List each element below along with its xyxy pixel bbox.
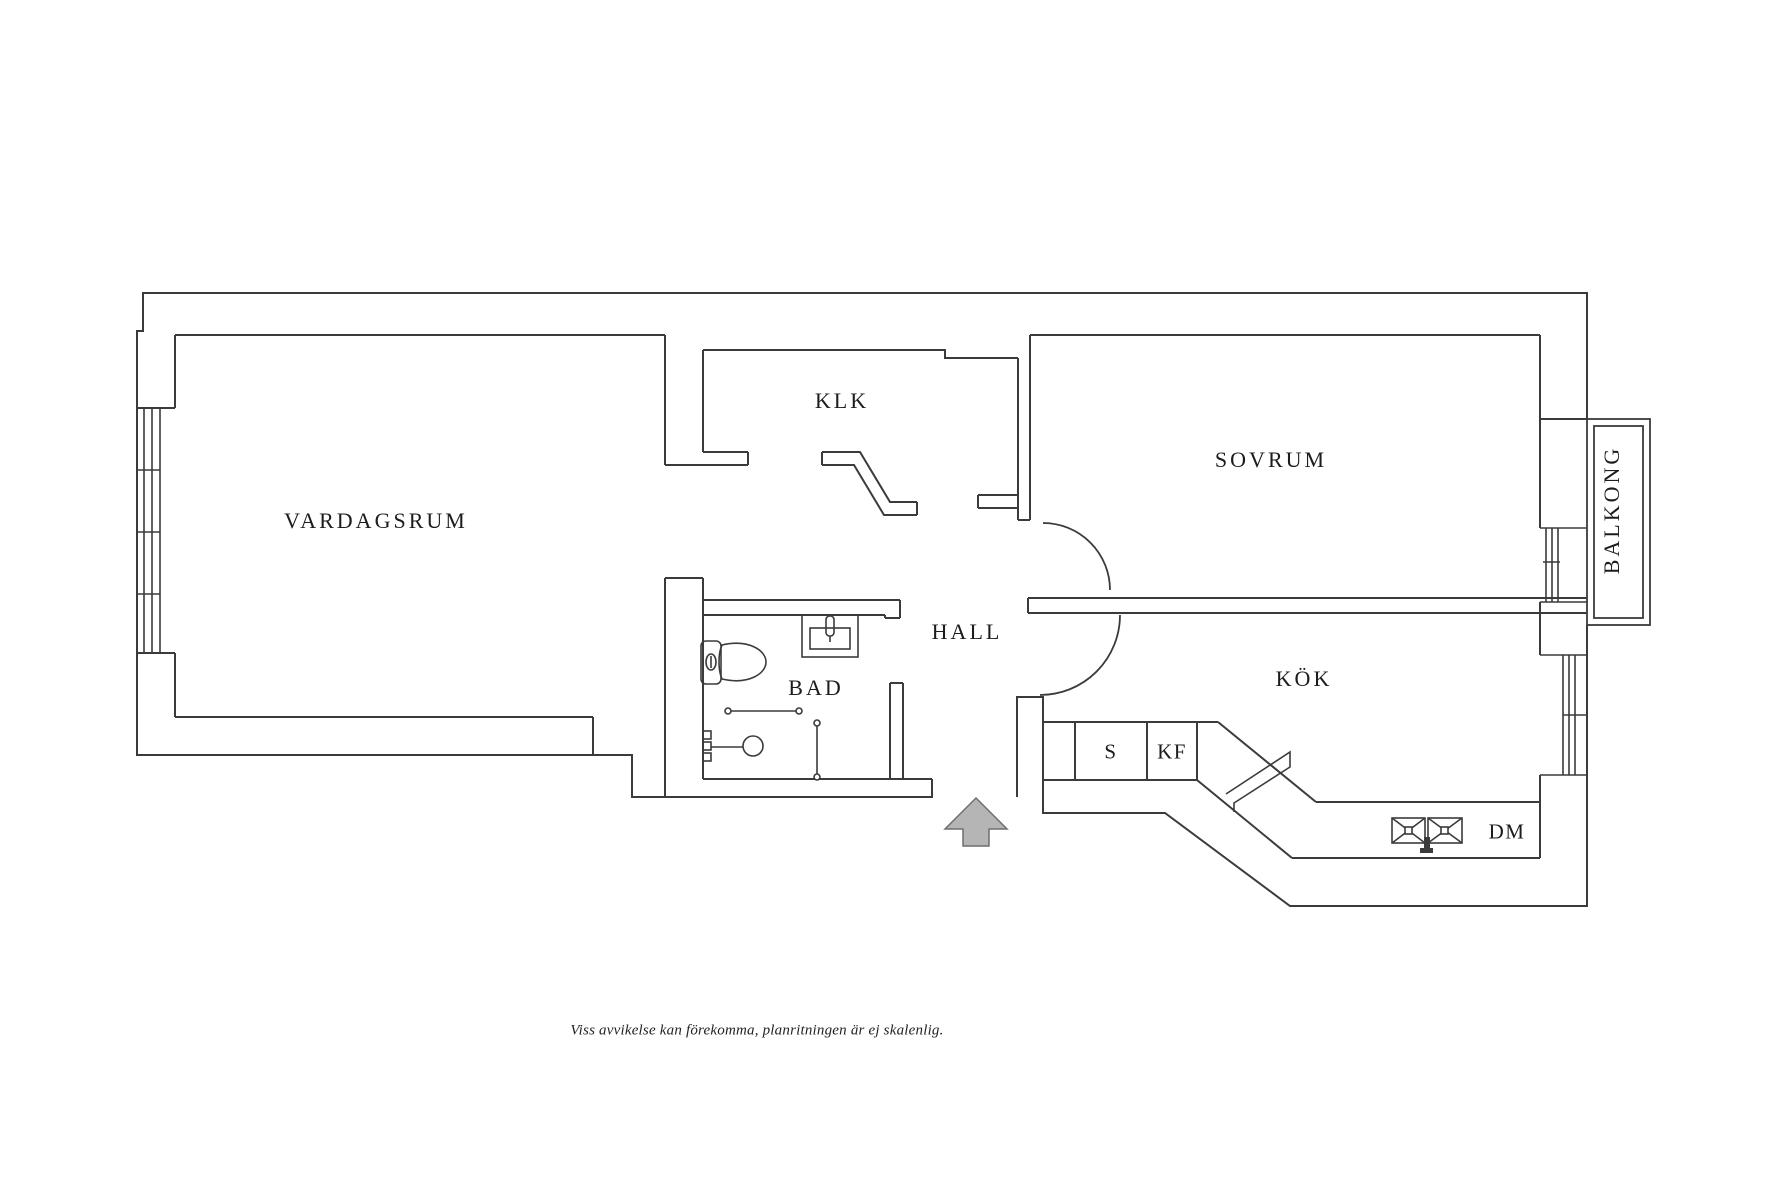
appliance-label-dm: DM [1488,819,1526,844]
appliance-label-kf: KF [1157,739,1187,764]
bathroom-sink-icon [801,614,859,658]
vardagsrum-walls [137,334,749,755]
counter-zigzag [1225,750,1291,812]
room-label-sovrum: SOVRUM [1214,447,1328,472]
room-label-klk: KLK [814,388,870,413]
outer-wall-left [136,292,1588,798]
window-icon [1540,654,1587,776]
balcony-door-window-icon [1540,527,1587,603]
hall-kok-wall [1017,597,1587,698]
kitchen-sink-icon [1391,817,1463,844]
door-arc-icon [1042,522,1111,591]
door-arc-icon [1039,614,1121,696]
window-icon [137,407,161,654]
toilet-icon [700,640,767,685]
shower-rail-icon [724,707,821,781]
room-label-kok: KÖK [1275,666,1333,691]
klk-walls [703,349,1018,516]
bad-walls [664,577,932,797]
faucet-icon [1420,837,1433,853]
disclaimer-caption: Viss avvikelse kan förekomma, planritnin… [570,1022,944,1039]
cabinet-kf-box [1146,721,1198,781]
shower-icon [702,730,764,762]
kok-walls [1043,721,1541,859]
entrance-arrow-icon [943,796,1009,847]
klk-partition [821,451,918,516]
appliance-label-s: S [1104,739,1118,764]
sovrum-walls [977,334,1587,655]
room-label-balkong: BALKONG [1599,445,1624,575]
room-label-hall: HALL [931,619,1003,644]
room-label-vardagsrum: VARDAGSRUM [284,508,468,533]
room-label-bad: BAD [788,675,844,700]
balkong-walls [1586,418,1651,626]
